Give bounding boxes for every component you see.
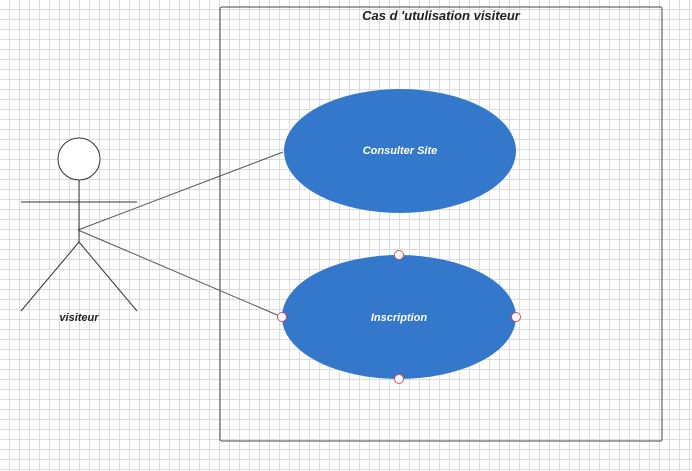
- use-case-inscription[interactable]: Inscription: [277, 250, 521, 384]
- selection-handle-top[interactable]: [394, 250, 404, 260]
- system-boundary[interactable]: Cas d 'utulisation visiteur: [219, 6, 663, 442]
- system-boundary-title: Cas d 'utulisation visiteur: [362, 8, 521, 23]
- selection-handle-bottom[interactable]: [394, 374, 404, 384]
- association-line-inscription[interactable]: [77, 229, 283, 318]
- system-boundary-frame[interactable]: [219, 6, 663, 442]
- use-case-inscription-label: Inscription: [371, 312, 428, 324]
- use-case-consulter-site[interactable]: Consulter Site: [284, 89, 516, 213]
- actor-visiteur[interactable]: visiteur: [20, 137, 138, 324]
- use-case-consulter-site-label: Consulter Site: [363, 145, 438, 157]
- actor-label: visiteur: [59, 312, 99, 324]
- selection-handle-left[interactable]: [277, 312, 287, 322]
- actor-right-leg: [78, 241, 138, 312]
- use-case-consulter-site-shape[interactable]: [284, 89, 516, 213]
- actor-left-leg: [20, 241, 80, 312]
- actor-head: [57, 137, 101, 181]
- use-case-inscription-shape[interactable]: [282, 255, 516, 379]
- selection-handle-right[interactable]: [511, 312, 521, 322]
- association-line-consulter-site[interactable]: [77, 151, 284, 231]
